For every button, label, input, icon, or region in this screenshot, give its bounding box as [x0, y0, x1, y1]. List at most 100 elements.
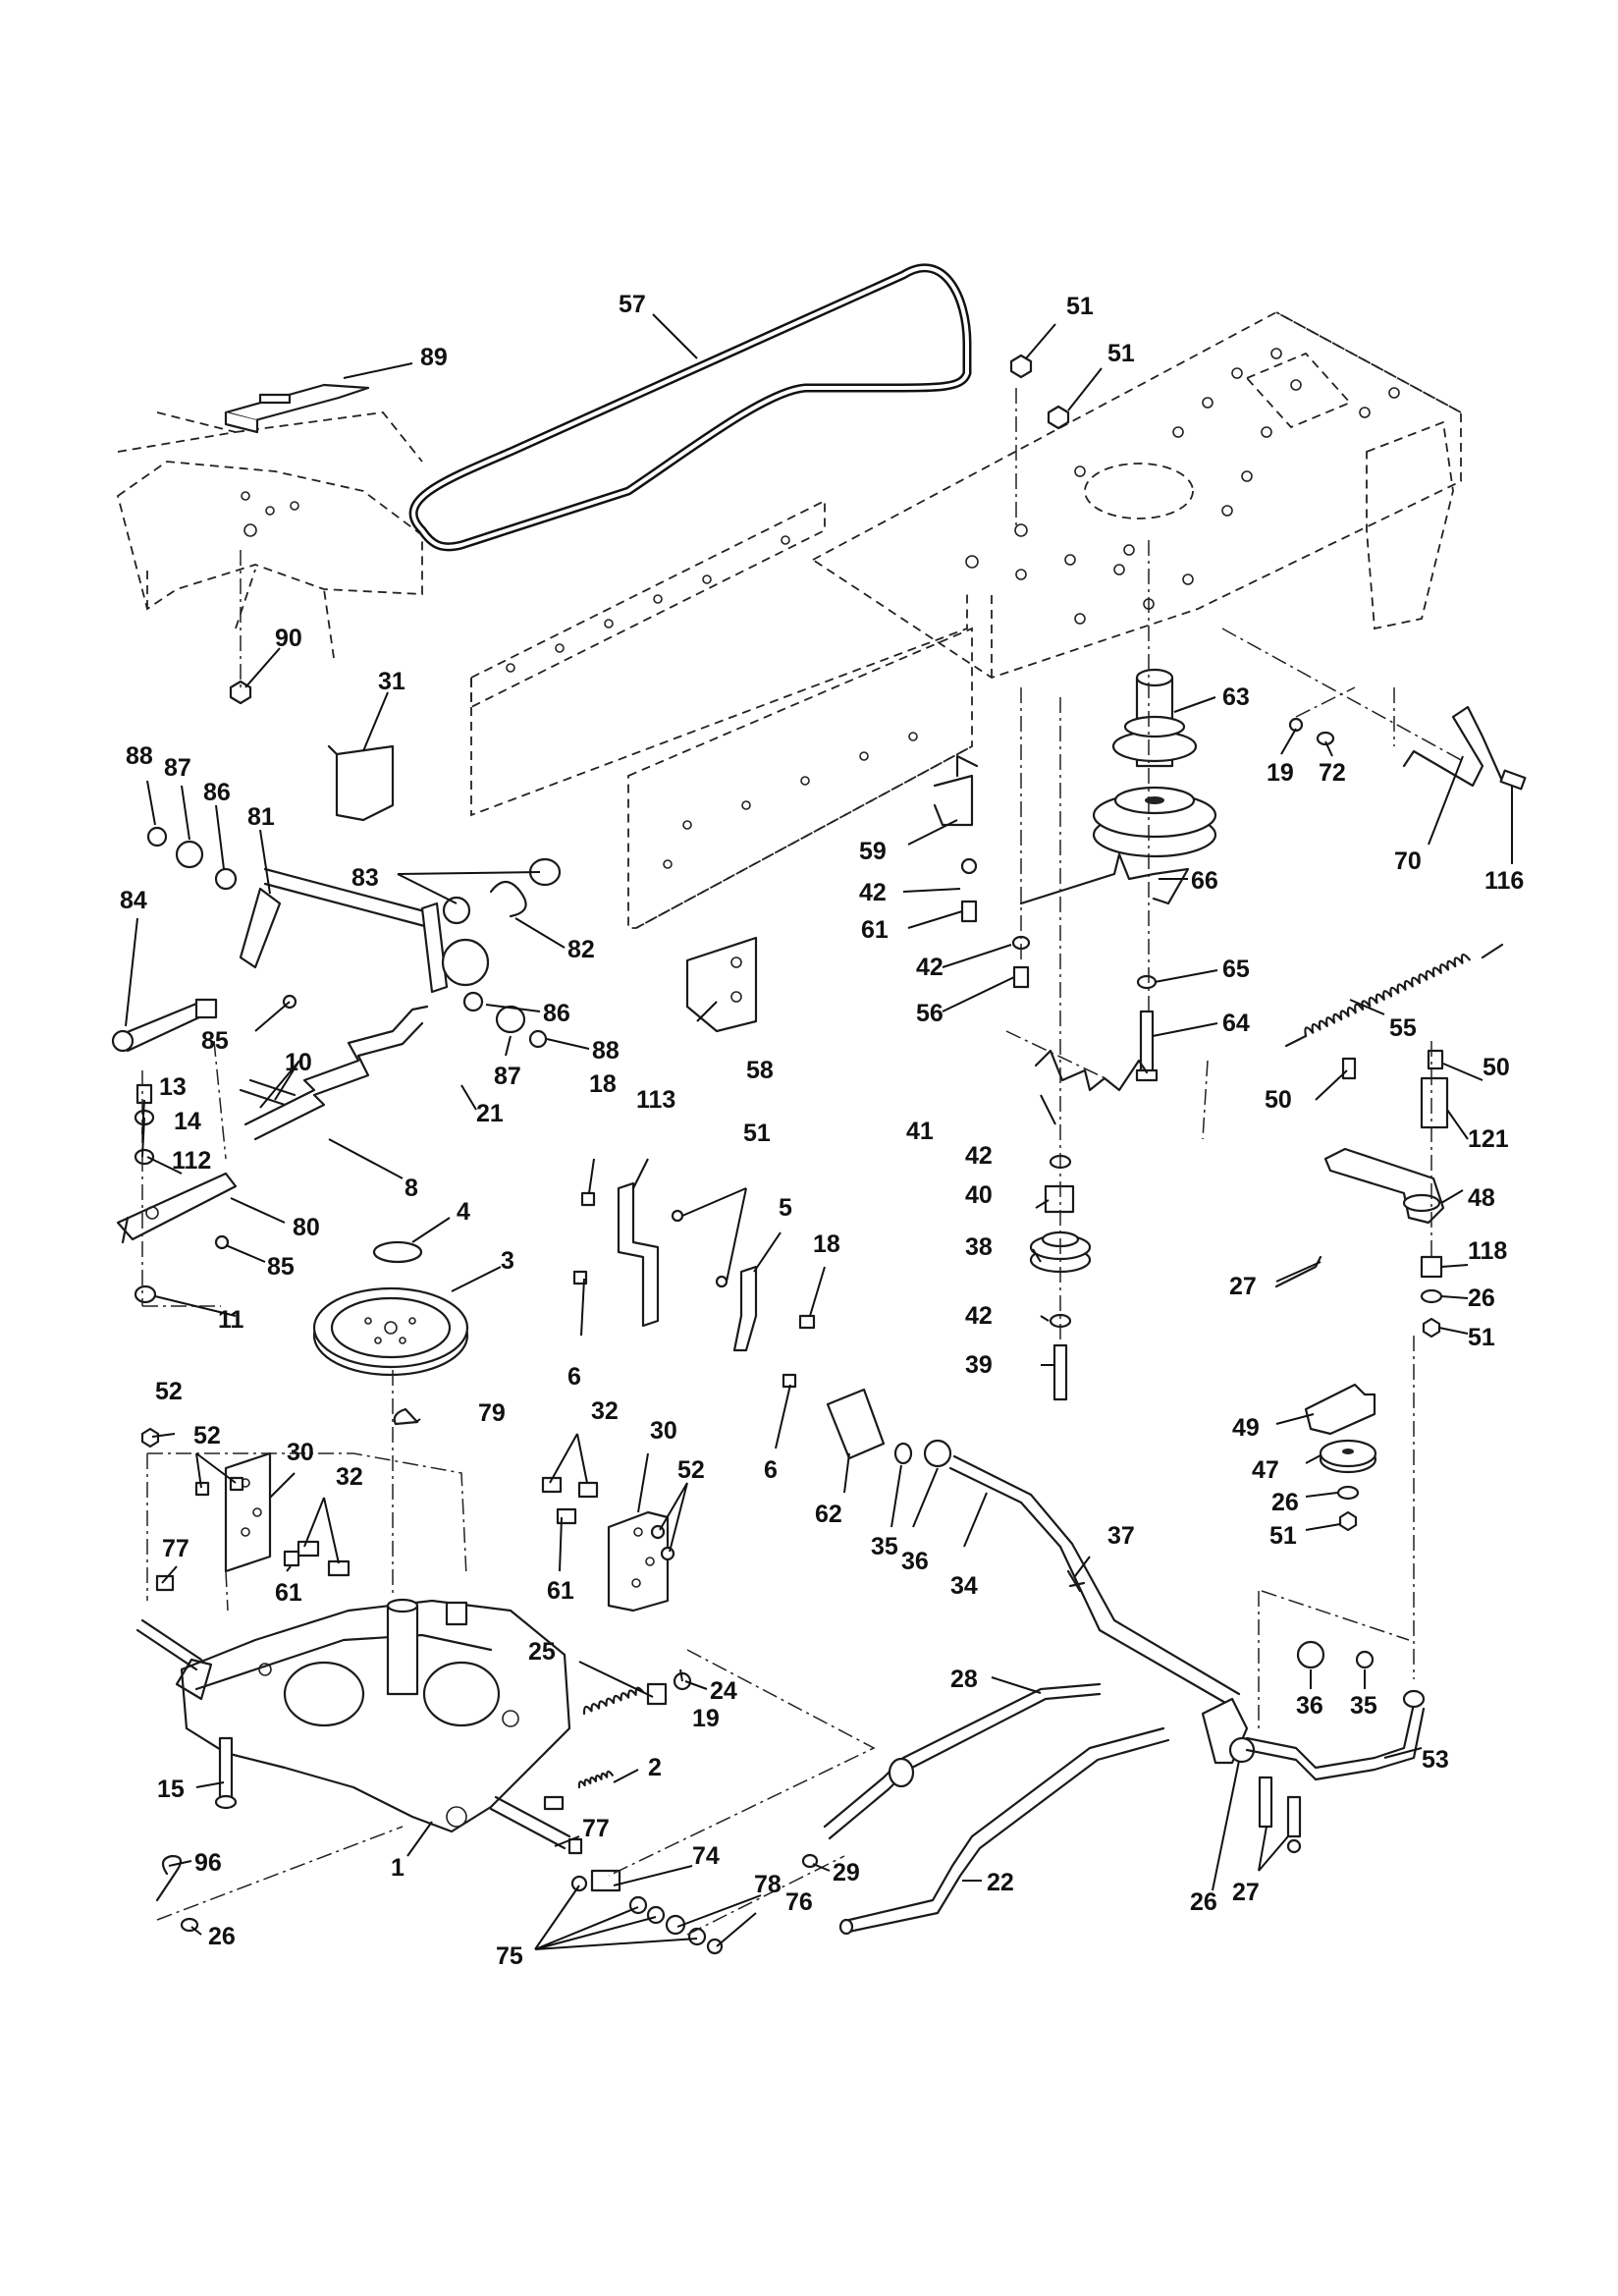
- callout-76: 76: [785, 1888, 813, 1916]
- callout-34: 34: [950, 1572, 978, 1600]
- callout-79: 79: [478, 1399, 506, 1427]
- callout-86: 86: [203, 779, 231, 806]
- callout-8: 8: [404, 1175, 418, 1202]
- callout-87: 87: [164, 754, 191, 782]
- washers-83-86-87-88: [146, 826, 562, 1049]
- idler-bracket-48: [1274, 1049, 1449, 1339]
- callout-96: 96: [194, 1849, 222, 1877]
- bracket-113: [572, 1181, 684, 1328]
- callout-50: 50: [1265, 1086, 1292, 1114]
- pulley-assembly-38-42: [1029, 1049, 1149, 1401]
- callout-10: 10: [285, 1049, 312, 1076]
- callout-53: 53: [1422, 1746, 1449, 1774]
- callout-6: 6: [567, 1363, 581, 1391]
- callout-87: 87: [494, 1063, 521, 1090]
- callout-84: 84: [120, 887, 147, 914]
- callout-32: 32: [591, 1397, 619, 1425]
- callout-26: 26: [1190, 1888, 1217, 1916]
- washers-74-78: [570, 1869, 724, 1955]
- callout-2: 2: [648, 1754, 662, 1781]
- callout-83: 83: [351, 864, 379, 892]
- callout-51: 51: [743, 1120, 771, 1147]
- callout-74: 74: [692, 1842, 720, 1870]
- callout-56: 56: [916, 1000, 944, 1027]
- callout-6: 6: [764, 1456, 778, 1484]
- callout-18: 18: [589, 1070, 617, 1098]
- part-59-clip: [933, 754, 979, 923]
- callout-27: 27: [1232, 1879, 1260, 1906]
- parts-10-13-14-112: [134, 1078, 297, 1166]
- callout-82: 82: [567, 936, 595, 963]
- callout-36: 36: [901, 1548, 929, 1575]
- callout-5: 5: [779, 1194, 792, 1222]
- callout-26: 26: [1271, 1489, 1299, 1516]
- callout-26: 26: [1468, 1285, 1495, 1312]
- callout-77: 77: [582, 1815, 610, 1842]
- callout-25: 25: [528, 1638, 556, 1666]
- plate-80: [116, 1172, 238, 1304]
- callout-61: 61: [547, 1577, 574, 1605]
- callout-1: 1: [391, 1854, 404, 1882]
- callout-89: 89: [420, 344, 448, 371]
- callout-31: 31: [378, 668, 405, 695]
- callout-38: 38: [965, 1233, 993, 1261]
- callout-113: 113: [636, 1086, 675, 1114]
- callout-42: 42: [859, 879, 887, 906]
- leader-lines: [125, 313, 1513, 1950]
- frame-holes: [241, 348, 1400, 869]
- callout-47: 47: [1252, 1456, 1279, 1484]
- callout-40: 40: [965, 1181, 993, 1209]
- callout-37: 37: [1107, 1522, 1135, 1550]
- callout-30: 30: [650, 1417, 677, 1445]
- callout-70: 70: [1394, 847, 1422, 875]
- callout-51: 51: [1468, 1324, 1495, 1351]
- pin-96-washer-26: [155, 1854, 199, 1933]
- callout-86: 86: [543, 1000, 570, 1027]
- bracket-26-27-53: [1201, 1640, 1426, 1854]
- callout-21: 21: [476, 1100, 504, 1127]
- callout-51: 51: [1269, 1522, 1297, 1550]
- callout-121: 121: [1468, 1125, 1509, 1153]
- callout-66: 66: [1191, 867, 1218, 895]
- part-66-spring: [1019, 852, 1190, 905]
- callout-52: 52: [155, 1378, 183, 1405]
- sleeve-62: [826, 1388, 952, 1468]
- callout-15: 15: [157, 1776, 185, 1803]
- linkage-81-84: [111, 867, 449, 1053]
- callout-52: 52: [193, 1422, 221, 1449]
- spring-55: [1284, 943, 1504, 1048]
- part-70-rod: [1402, 705, 1527, 791]
- callout-13: 13: [159, 1073, 187, 1101]
- callout-65: 65: [1222, 956, 1250, 983]
- bracket-5: [715, 1265, 816, 1389]
- callout-42: 42: [916, 954, 944, 981]
- callout-19: 19: [692, 1705, 720, 1732]
- idler-47-49: [1304, 1383, 1377, 1532]
- callout-63: 63: [1222, 683, 1250, 711]
- callout-81: 81: [247, 803, 275, 831]
- callout-57: 57: [619, 291, 646, 318]
- callout-28: 28: [950, 1666, 978, 1693]
- shift-lever-8: [243, 938, 490, 1141]
- callout-50: 50: [1483, 1054, 1510, 1081]
- drive-belt: [408, 263, 972, 552]
- part-58-bracket: [685, 936, 758, 1033]
- callout-35: 35: [1350, 1692, 1377, 1720]
- callout-59: 59: [859, 838, 887, 865]
- callout-118: 118: [1468, 1237, 1507, 1265]
- callout-36: 36: [1296, 1692, 1323, 1720]
- callout-18: 18: [813, 1230, 840, 1258]
- callout-88: 88: [126, 742, 153, 770]
- callout-42: 42: [965, 1302, 993, 1330]
- callout-61: 61: [861, 916, 889, 944]
- callout-58: 58: [746, 1057, 774, 1084]
- callout-48: 48: [1468, 1184, 1495, 1212]
- callout-85: 85: [267, 1253, 295, 1281]
- frame-outline: [116, 310, 1462, 929]
- callout-41: 41: [906, 1118, 934, 1145]
- callout-24: 24: [710, 1677, 737, 1705]
- rod-34-37: [948, 1454, 1241, 1706]
- nut-51-top: [1009, 354, 1070, 430]
- callout-77: 77: [162, 1535, 189, 1562]
